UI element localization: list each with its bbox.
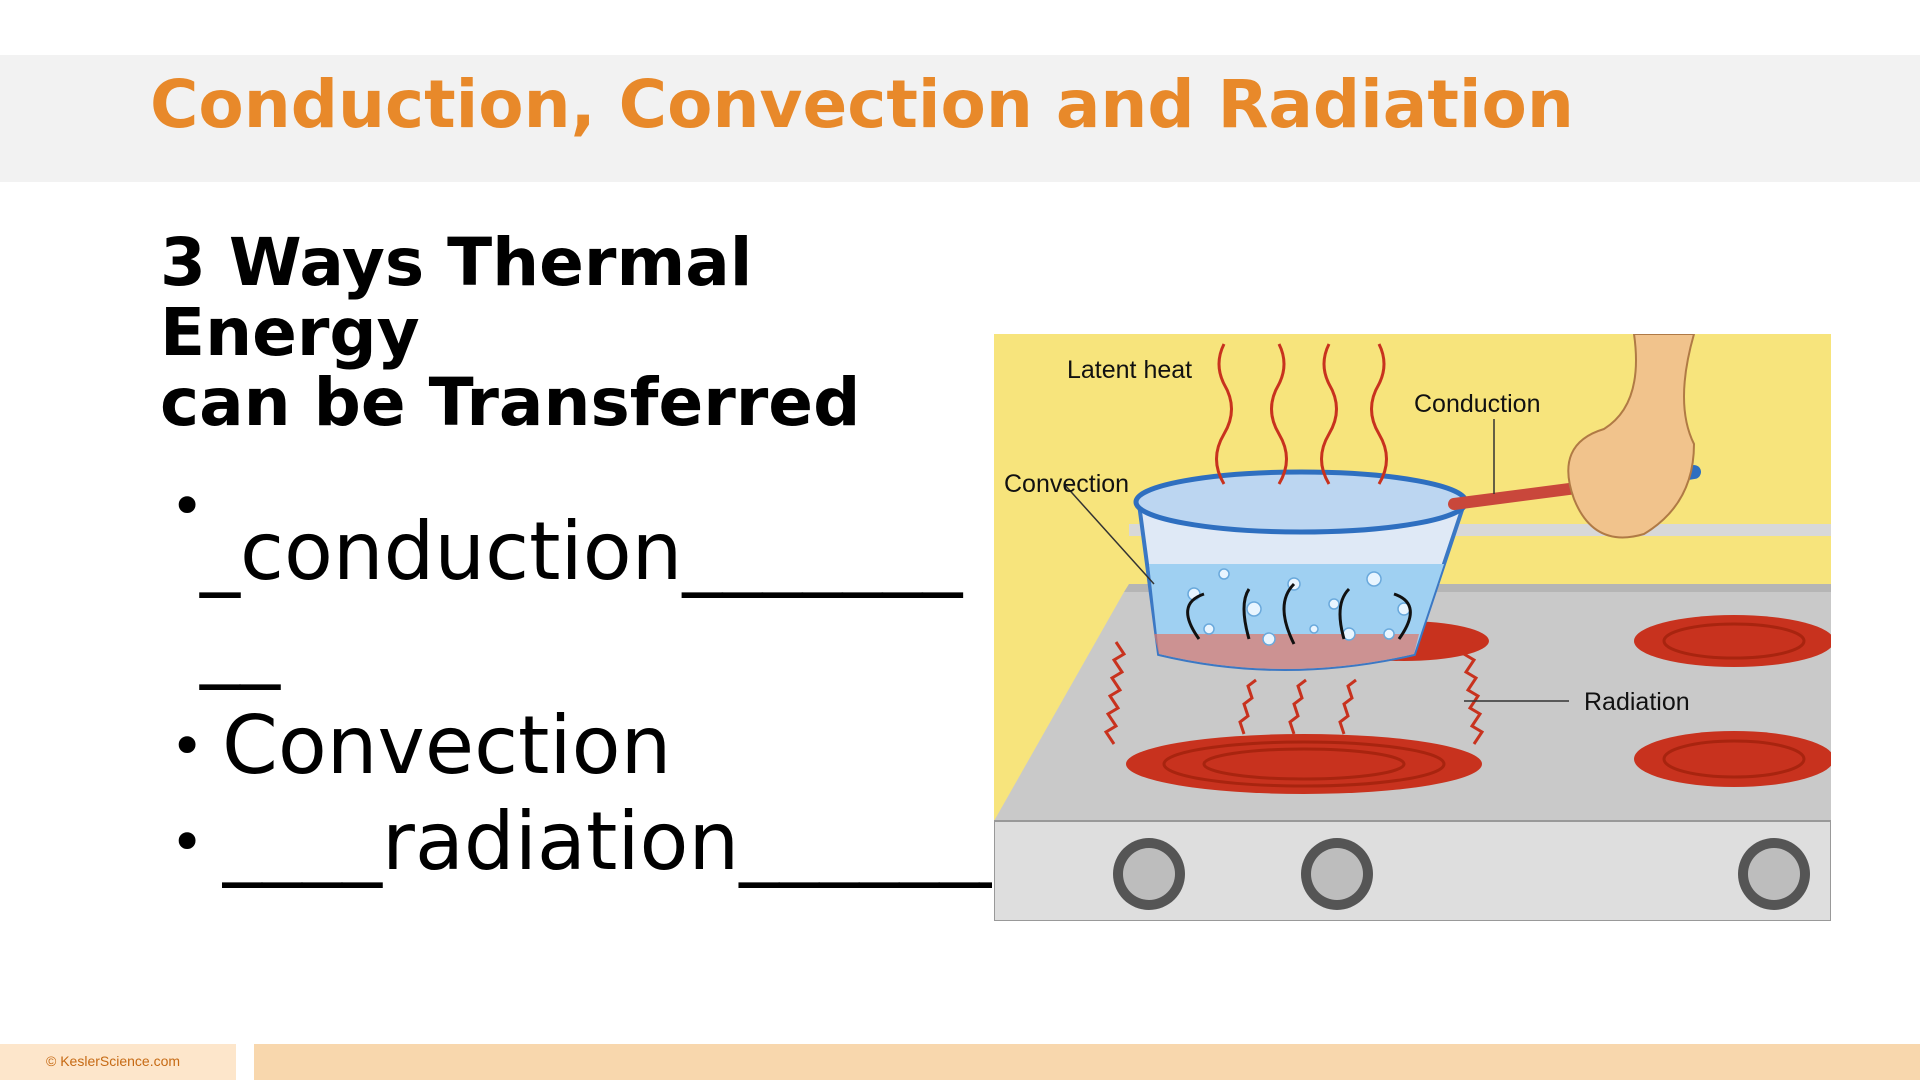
- slide-subtitle: 3 Ways Thermal Energy can be Transferred: [160, 228, 1000, 438]
- bullet-item-radiation: • ____radiation_______: [170, 796, 1000, 888]
- convection-arrows: [1186, 582, 1412, 645]
- label-latent-heat: Latent heat: [1067, 356, 1192, 384]
- stove-knobs: [1113, 838, 1810, 910]
- bullet-text-convection: Convection: [222, 699, 672, 792]
- bullet-text-conduction: _conduction_________: [200, 505, 963, 690]
- water-bubbles: [1187, 568, 1411, 646]
- bullet-item-conduction: • _conduction_________: [170, 460, 1000, 690]
- bullet-list: • _conduction_________ • Convection • __…: [170, 460, 1000, 888]
- label-radiation: Radiation: [1584, 688, 1690, 716]
- bullet-item-convection: • Convection: [170, 700, 1000, 792]
- subtitle-line-2: can be Transferred: [160, 364, 861, 441]
- radiation-arrows: [1103, 558, 1485, 745]
- pot-rim: [1133, 469, 1469, 535]
- bullet-dot: •: [170, 712, 205, 780]
- label-leader-lines: [1063, 419, 1569, 702]
- heat-transfer-illustration: Latent heat Conduction Convection Radiat…: [994, 334, 1831, 921]
- header-band: [0, 55, 1920, 182]
- hand: [1567, 334, 1696, 539]
- label-conduction: Conduction: [1414, 390, 1540, 418]
- front-burner: [1126, 734, 1482, 794]
- slide-title: Conduction, Convection and Radiation: [150, 66, 1574, 143]
- bullet-text-radiation: ____radiation_______: [222, 796, 992, 888]
- bullet-dot: •: [170, 472, 205, 540]
- label-convection: Convection: [1004, 470, 1129, 498]
- pot-heated-bottom: [1154, 634, 1419, 669]
- subtitle-line-1: 3 Ways Thermal Energy: [160, 224, 753, 371]
- footer-left-band: [0, 1044, 236, 1080]
- latent-heat-steam: [1215, 343, 1388, 485]
- copyright-text: © KeslerScience.com: [46, 1053, 181, 1069]
- footer-right-band: [254, 1044, 1920, 1080]
- bullet-dot: •: [170, 808, 205, 876]
